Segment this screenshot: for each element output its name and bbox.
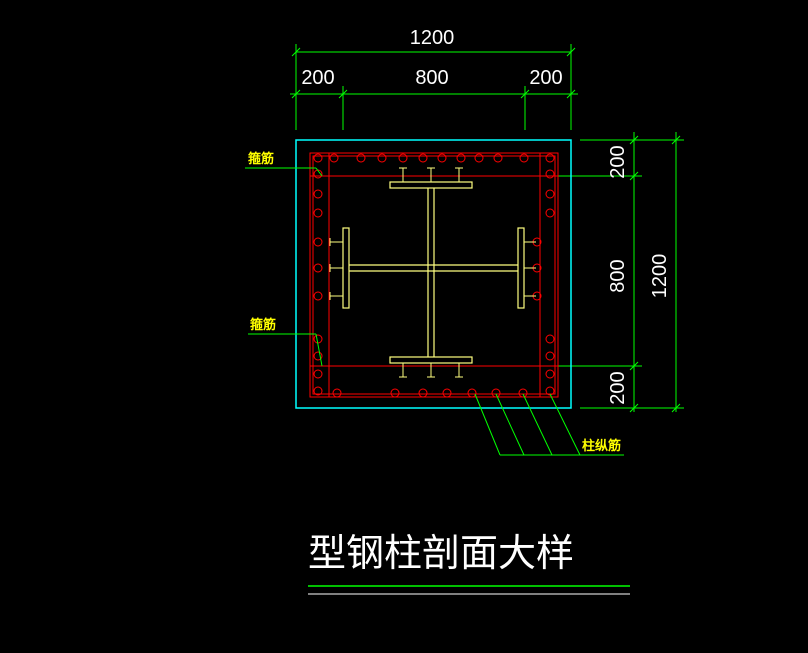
rebar-circle (545, 208, 555, 218)
dim-right-top: 200 (607, 145, 629, 178)
top-dimensions (290, 44, 578, 130)
rebar-circle (437, 153, 447, 163)
dim-top-middle: 800 (415, 67, 448, 89)
rebar-circle (518, 388, 528, 398)
rebar-circle (545, 169, 555, 179)
dim-top-total: 1200 (410, 27, 455, 49)
label-stirrup-lower: 箍筋 (250, 317, 276, 333)
dim-right-middle: 800 (607, 259, 629, 292)
rebar-circle (545, 334, 555, 344)
rebar-circle (377, 153, 387, 163)
dim-right-total: 1200 (649, 254, 671, 299)
rebar-circle (356, 153, 366, 163)
rebar-circle (545, 369, 555, 379)
rebar-circle (491, 388, 501, 398)
rebar-circle (467, 388, 477, 398)
dim-right-bottom: 200 (607, 371, 629, 404)
rebar-circle (519, 153, 529, 163)
rebar-circle (332, 388, 342, 398)
rebar-circle (313, 351, 323, 361)
rebar-circle (493, 153, 503, 163)
rebar-circle (313, 189, 323, 199)
rebar-circle (390, 388, 400, 398)
dim-top-left: 200 (301, 67, 334, 89)
rebar-circle (313, 386, 323, 396)
dim-top-right: 200 (529, 67, 562, 89)
rebar-circle (313, 334, 323, 344)
rebar-circle (313, 291, 323, 301)
stirrups (309, 152, 559, 398)
rebar-circle (313, 208, 323, 218)
shear-studs (329, 167, 536, 378)
rebar-circle (313, 369, 323, 379)
rebar-circle (545, 153, 555, 163)
rebar-circle (313, 153, 323, 163)
rebar-circle (398, 153, 408, 163)
rebar-circle (442, 388, 452, 398)
rebar-circle (418, 153, 428, 163)
rebar-circle (313, 263, 323, 273)
rebar-circle (545, 351, 555, 361)
rebar-circle (418, 388, 428, 398)
rebar-circle (474, 153, 484, 163)
rebar-circle (313, 237, 323, 247)
label-stirrup-upper: 箍筋 (248, 151, 274, 167)
right-dimensions (528, 132, 684, 413)
leader-lines (245, 167, 624, 456)
steel-section (342, 181, 525, 364)
label-longitudinal-bar: 柱纵筋 (582, 438, 621, 454)
rebar-circle (329, 153, 339, 163)
drawing-title: 型钢柱剖面大样 (308, 531, 574, 575)
rebar-circle (456, 153, 466, 163)
column-outline (295, 139, 572, 409)
rebar-circle (545, 189, 555, 199)
